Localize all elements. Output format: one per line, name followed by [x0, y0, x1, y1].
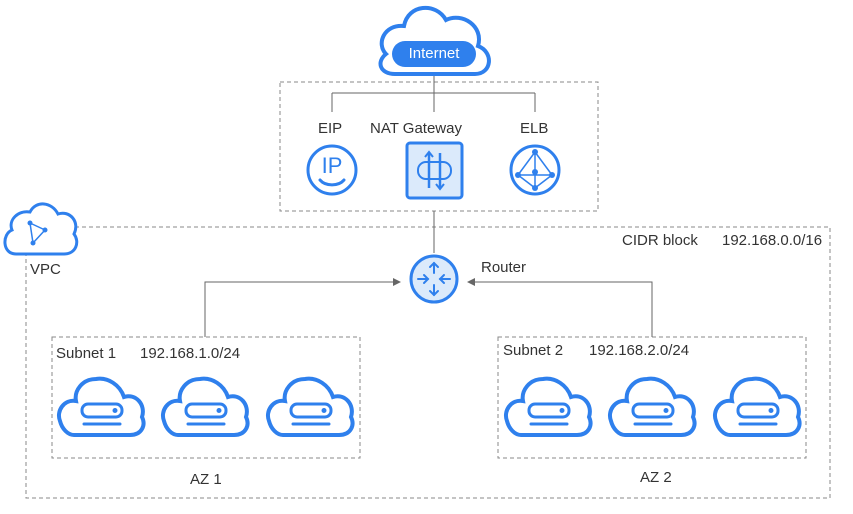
subnet-1-cidr: 192.168.1.0/24 — [140, 345, 241, 362]
internet-cloud-icon — [378, 5, 491, 76]
server-icon — [503, 376, 593, 437]
connectors — [204, 70, 653, 337]
router-icon — [409, 254, 459, 304]
subnet-1-box — [51, 336, 361, 459]
eip-icon — [306, 144, 358, 196]
vpc-box — [25, 226, 831, 499]
services-box — [279, 81, 599, 212]
cidr-label: CIDR block — [622, 232, 698, 249]
server-icon — [712, 376, 802, 437]
vpc-cloud-icon — [3, 202, 79, 256]
server-icon — [56, 376, 146, 437]
nat-gateway-label: NAT Gateway — [370, 120, 462, 137]
elb-label: ELB — [520, 120, 549, 137]
az-2-label: AZ 2 — [640, 469, 672, 486]
eip-glyph: IP — [321, 153, 343, 178]
internet-label: Internet — [408, 45, 460, 62]
subnet-2-label: Subnet 2 — [503, 342, 564, 359]
subnet-1-label: Subnet 1 — [56, 345, 117, 362]
server-icon — [607, 376, 697, 437]
server-icon — [160, 376, 250, 437]
eip-label: EIP — [318, 120, 343, 137]
cidr-value: 192.168.0.0/16 — [722, 232, 823, 249]
subnet-2-cidr: 192.168.2.0/24 — [589, 342, 690, 359]
vpc-label: VPC — [30, 261, 61, 278]
server-icon — [265, 376, 355, 437]
nat-gateway-icon — [405, 141, 464, 200]
elb-icon — [509, 144, 561, 196]
router-label: Router — [481, 259, 527, 276]
az-1-label: AZ 1 — [190, 471, 222, 488]
